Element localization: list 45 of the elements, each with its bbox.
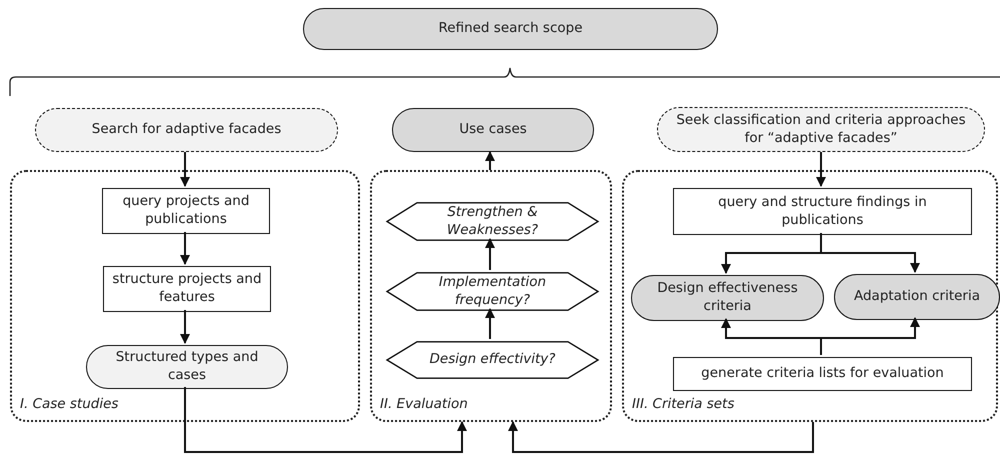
arrow bbox=[180, 232, 190, 265]
group-title: I. Case studies bbox=[20, 396, 118, 414]
arrow bbox=[820, 233, 920, 273]
group-title: II. Evaluation bbox=[380, 396, 468, 414]
question-hexagon bbox=[387, 202, 598, 241]
process-box bbox=[673, 188, 972, 235]
terminal-pill bbox=[86, 345, 288, 389]
node-label: Design effectiveness criteria bbox=[656, 280, 799, 316]
node-label: Strengthen & Weaknesses? bbox=[446, 204, 540, 240]
node-label: Use cases bbox=[459, 121, 527, 139]
arrow bbox=[816, 152, 826, 187]
arrow bbox=[180, 152, 190, 187]
node-label: Structured types and cases bbox=[114, 349, 260, 385]
node-label: Refined search scope bbox=[438, 20, 583, 38]
dotted-group-frame bbox=[370, 170, 612, 422]
group-title: III. Criteria sets bbox=[632, 396, 734, 414]
process-box bbox=[673, 357, 972, 391]
arrow bbox=[508, 421, 814, 453]
arrow bbox=[184, 387, 467, 453]
terminal-pill bbox=[631, 275, 824, 321]
dashed-terminal-pill bbox=[657, 107, 985, 152]
dashed-terminal-pill bbox=[35, 108, 338, 152]
node-label: Adaptation criteria bbox=[854, 288, 980, 306]
question-hexagon bbox=[387, 341, 598, 379]
process-box bbox=[103, 266, 271, 312]
node-label: generate criteria lists for evaluation bbox=[701, 365, 944, 383]
node-label: query and structure findings in publications bbox=[717, 194, 928, 230]
dotted-group-frame bbox=[10, 170, 360, 422]
arrow bbox=[485, 308, 495, 339]
terminal-pill bbox=[834, 274, 1000, 320]
node-label: query projects and publications bbox=[122, 193, 250, 229]
arrow bbox=[820, 317, 920, 355]
node-label: structure projects and features bbox=[112, 271, 262, 307]
process-box bbox=[102, 188, 270, 234]
node-label: Implementation frequency? bbox=[438, 274, 548, 310]
terminal-pill bbox=[303, 8, 718, 50]
node-label: Design effectivity? bbox=[430, 351, 556, 369]
node-label: Search for adaptive facades bbox=[92, 121, 282, 139]
arrow bbox=[485, 238, 495, 270]
arrow bbox=[180, 310, 190, 344]
dotted-group-frame bbox=[622, 170, 998, 422]
terminal-pill bbox=[392, 108, 594, 152]
node-label: Seek classification and criteria approaches for “adaptive facades” bbox=[675, 112, 967, 148]
question-hexagon bbox=[387, 272, 598, 311]
arrow bbox=[485, 151, 495, 170]
